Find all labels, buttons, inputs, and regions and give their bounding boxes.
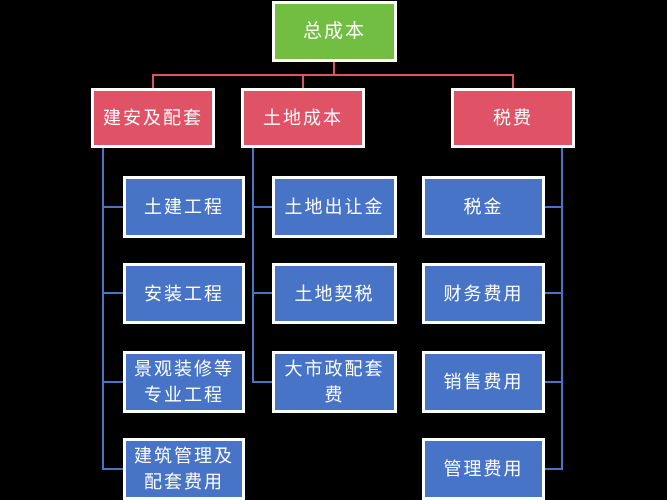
- node-municipal-support-fee: 大市政配套 费: [272, 351, 397, 413]
- node-land-deed-tax: 土地契税: [272, 263, 397, 324]
- node-installation-works: 安装工程: [123, 263, 245, 324]
- connector-middle-stub-1: [252, 206, 272, 208]
- node-land-grant-fee: 土地出让金: [272, 176, 397, 238]
- node-admin-expense: 管理费用: [422, 438, 545, 500]
- node-finance-expense: 财务费用: [422, 263, 545, 324]
- connector-middle-stub-3: [252, 381, 272, 383]
- connector-right-stub-1: [545, 206, 561, 208]
- connector-right-stub-4: [545, 468, 561, 470]
- connector-stub-right: [512, 74, 514, 88]
- node-sales-expense: 销售费用: [422, 351, 545, 413]
- connector-top-hline: [152, 74, 514, 76]
- connector-left-stub-4: [102, 468, 123, 470]
- connector-left-stub-1: [102, 206, 123, 208]
- node-land-cost: 土地成本: [241, 88, 365, 148]
- connector-stub-middle: [302, 74, 304, 88]
- connector-left-vline: [102, 148, 104, 470]
- connector-right-stub-2: [545, 292, 561, 294]
- connector-middle-vline: [252, 148, 254, 383]
- connector-left-stub-3: [102, 381, 123, 383]
- connector-left-stub-2: [102, 292, 123, 294]
- node-construction-and-support: 建安及配套: [91, 88, 215, 148]
- connector-middle-stub-2: [252, 292, 272, 294]
- node-total-cost: 总成本: [272, 1, 397, 62]
- node-taxes-and-fees: 税费: [451, 88, 575, 148]
- connector-right-vline: [561, 148, 563, 470]
- connector-stub-left: [152, 74, 154, 88]
- node-civil-works: 土建工程: [123, 176, 245, 238]
- connector-root-stem: [333, 61, 335, 75]
- node-construction-management-fees: 建筑管理及 配套费用: [123, 438, 245, 500]
- node-landscape-special-works: 景观装修等 专业工程: [123, 351, 245, 413]
- node-tax: 税金: [422, 176, 545, 238]
- connector-right-stub-3: [545, 381, 561, 383]
